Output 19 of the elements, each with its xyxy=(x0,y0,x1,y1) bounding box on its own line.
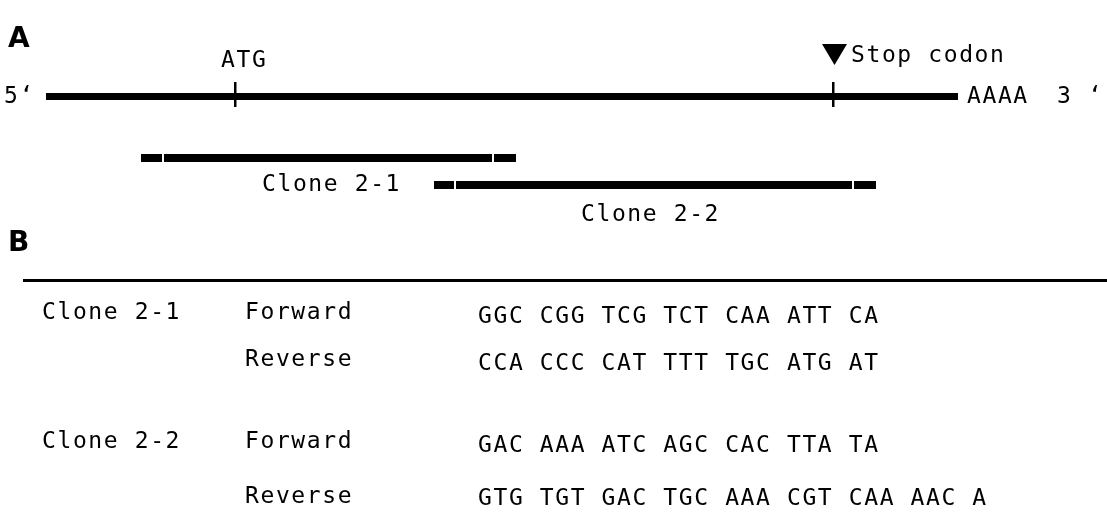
primer-direction: Forward xyxy=(245,300,354,323)
clone-name: Clone 2-2 xyxy=(42,429,182,452)
primer-sequence: GTG TGT GAC TGC AAA CGT CAA AAC A xyxy=(478,486,988,509)
clone-label: Clone 2-2 xyxy=(581,202,721,225)
site-label: Stop codon xyxy=(851,43,1006,66)
clone-name: Clone 2-1 xyxy=(42,300,182,323)
panel-label: B xyxy=(8,228,30,256)
clone-label: Clone 2-1 xyxy=(262,172,402,195)
primer-sequence: GGC CGG TCG TCT CAA ATT CA xyxy=(478,304,880,327)
panel-label: A xyxy=(8,24,30,52)
primer-direction: Reverse xyxy=(245,347,354,370)
primer-direction: Reverse xyxy=(245,484,354,507)
primer-sequence: GAC AAA ATC AGC CAC TTA TA xyxy=(478,433,880,456)
primer-sequence: CCA CCC CAT TTT TGC ATG AT xyxy=(478,351,880,374)
primer-direction: Forward xyxy=(245,429,354,452)
end-label: 3 ‘ xyxy=(1057,84,1104,107)
end-label: 5‘ xyxy=(4,84,35,107)
site-label: ATG xyxy=(221,48,268,71)
polya-label: AAAA xyxy=(967,84,1029,107)
